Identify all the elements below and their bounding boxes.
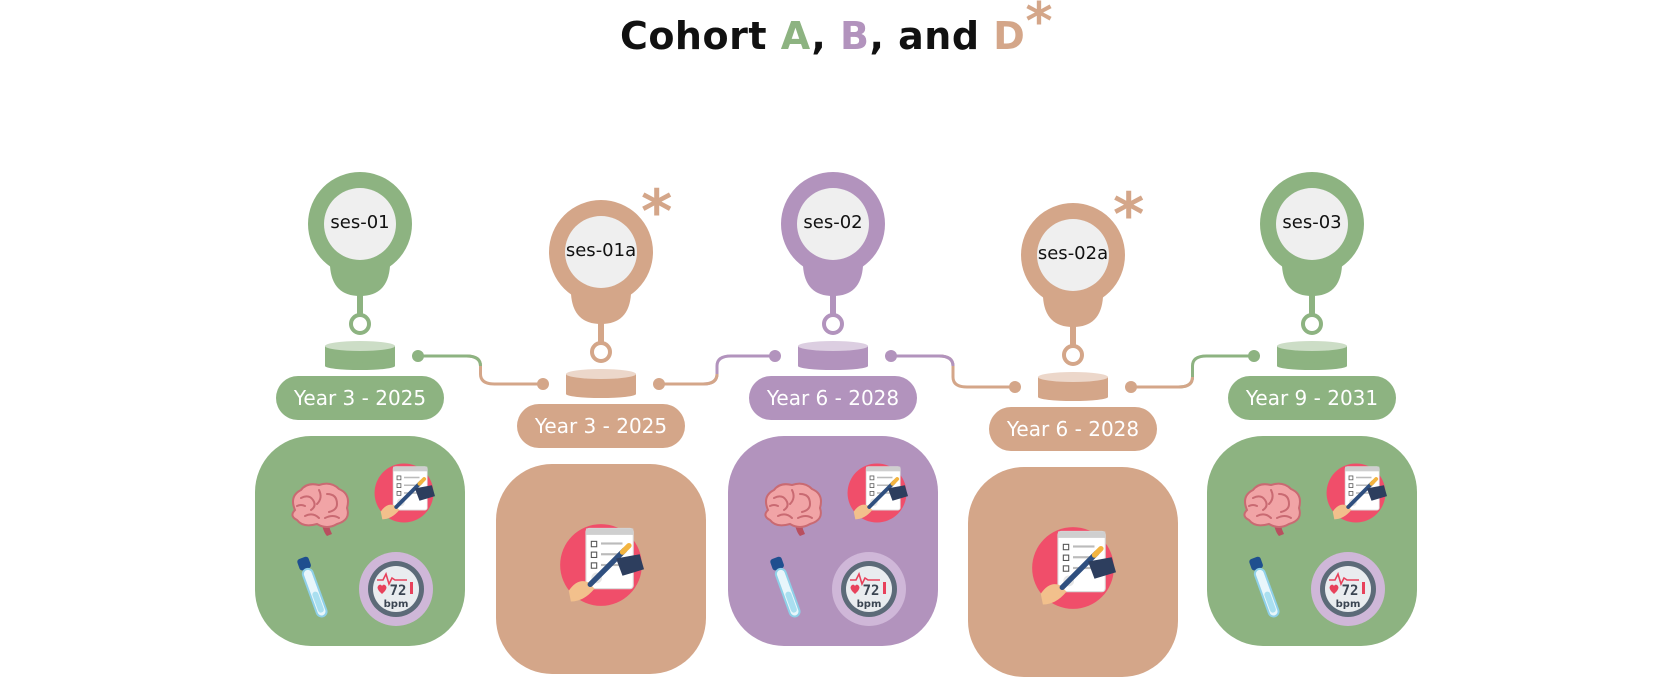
- connector-dot: [1009, 381, 1021, 393]
- title-asterisk: *: [1025, 0, 1054, 52]
- timeline-connector-segment: [659, 373, 719, 386]
- test-tube-icon: [1249, 556, 1280, 618]
- title-separator: ,: [811, 14, 841, 58]
- title-cohort-a: A: [780, 14, 812, 58]
- timeline-connector-segment: [891, 354, 955, 367]
- connector-dot: [537, 378, 549, 390]
- brain-icon: [764, 482, 822, 536]
- year-label: Year 3 - 2025: [276, 376, 444, 420]
- title-prefix: Cohort: [619, 14, 781, 58]
- bpm-value: 72: [1342, 583, 1359, 599]
- session-label: ses-02a: [1037, 243, 1109, 264]
- year-label: Year 3 - 2025: [517, 404, 685, 448]
- connector-dot: [769, 350, 781, 362]
- timeline-connector-segment: [418, 354, 482, 367]
- title-cohort-d: D: [993, 14, 1026, 58]
- checklist-icon: [374, 463, 435, 523]
- bpm-unit: bpm: [1336, 599, 1361, 610]
- checklist-icon: [560, 524, 644, 606]
- connector-dot: [412, 350, 424, 362]
- brain-icon: [1243, 482, 1301, 536]
- title-separator-and: , and: [869, 14, 994, 58]
- brain-icon: [291, 482, 349, 536]
- session-measures-card: [496, 464, 706, 674]
- optional-session-asterisk: *: [641, 177, 673, 247]
- checklist-icon: [1326, 463, 1387, 523]
- connector-dot: [1248, 350, 1260, 362]
- session-measures-card: [968, 467, 1178, 677]
- connector-dot: [885, 350, 897, 362]
- connector-dot: [653, 378, 665, 390]
- timeline-connector-segment: [1131, 376, 1194, 389]
- session-label: ses-01a: [565, 240, 637, 261]
- year-label: Year 9 - 2031: [1228, 376, 1396, 420]
- session-label: ses-02: [803, 212, 863, 233]
- bpm-value: 72: [390, 583, 407, 599]
- test-tube-icon: [770, 556, 801, 618]
- test-tube-icon: [297, 556, 328, 618]
- bpm-unit: bpm: [857, 599, 882, 610]
- checklist-icon: [847, 463, 908, 523]
- year-label: Year 6 - 2028: [989, 407, 1157, 451]
- diagram-title: Cohort A, B, and D*: [0, 0, 1673, 58]
- connector-dot: [1125, 381, 1137, 393]
- year-label: Year 6 - 2028: [749, 376, 917, 420]
- bpm-unit: bpm: [384, 599, 409, 610]
- session-label: ses-03: [1282, 212, 1342, 233]
- title-cohort-b: B: [840, 14, 870, 58]
- bpm-value: 72: [863, 583, 880, 599]
- session-label: ses-01: [330, 212, 390, 233]
- optional-session-asterisk: *: [1113, 180, 1145, 250]
- checklist-icon: [1032, 527, 1116, 609]
